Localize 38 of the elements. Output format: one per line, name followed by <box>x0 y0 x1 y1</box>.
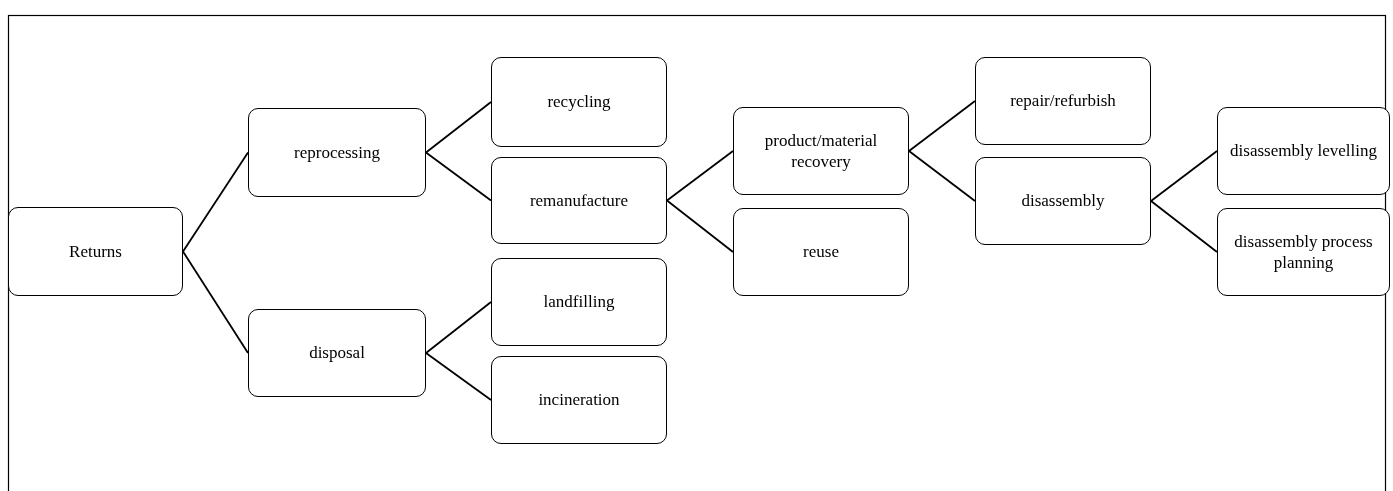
process-box <box>733 107 909 195</box>
box-label: landfilling <box>542 291 616 313</box>
box-label: disassembly <box>1020 190 1106 212</box>
process-box <box>248 108 426 197</box>
box-label: disassembly levelling <box>1229 140 1378 162</box>
box-label: repair/refurbish <box>1009 90 1117 112</box>
box-label: reprocessing <box>293 141 381 164</box>
process-box <box>975 157 1151 245</box>
connector-line <box>425 151 492 202</box>
connector-line <box>1150 200 1218 253</box>
connector-line <box>666 150 734 202</box>
box-label: product/material recovery <box>763 129 879 173</box>
connector-line <box>1150 150 1218 202</box>
box-label: incineration <box>537 389 621 411</box>
process-box <box>491 157 667 244</box>
connector-line <box>425 101 492 154</box>
process-box <box>8 207 183 296</box>
box-label: disposal <box>308 342 366 364</box>
process-box <box>491 258 667 346</box>
connector-line <box>182 250 249 354</box>
process-box <box>491 57 667 147</box>
connector-line <box>666 199 734 253</box>
process-box <box>248 309 426 397</box>
process-box <box>491 356 667 444</box>
connector-line <box>908 150 976 202</box>
box-label: reuse <box>802 241 840 263</box>
connector-line <box>908 100 976 152</box>
process-box <box>1217 107 1390 195</box>
process-box <box>975 57 1151 145</box>
box-label: remanufacture <box>528 189 630 212</box>
box-label: recycling <box>546 91 612 113</box>
process-box <box>1217 208 1390 296</box>
connector-line <box>182 151 249 253</box>
connector-line <box>425 352 492 401</box>
process-box <box>733 208 909 296</box>
box-label: disassembly process planning <box>1233 230 1374 274</box>
connector-line <box>425 301 492 354</box>
box-label: Returns <box>68 240 123 263</box>
